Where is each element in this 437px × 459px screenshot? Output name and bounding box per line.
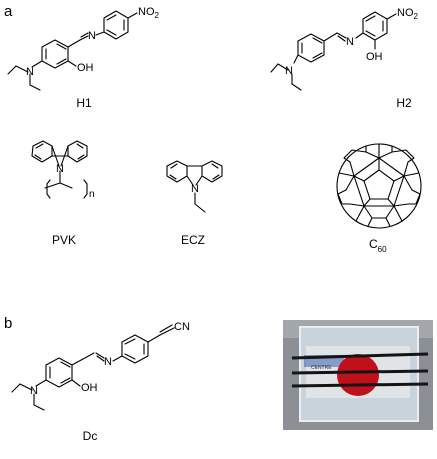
h1-n-atom: N: [26, 66, 34, 78]
red-active-area: [337, 354, 379, 396]
ecz-n-atom: N: [191, 183, 199, 195]
h2-oh-group: OH: [366, 51, 383, 63]
device-label-text: CENTRE: [311, 365, 332, 371]
dc-imine-n-atom: N: [104, 356, 112, 368]
h1-oh-group: OH: [77, 62, 94, 74]
pvk-repeat-n: n: [89, 189, 95, 200]
h1-nitro-group: NO2: [138, 6, 160, 20]
dc-n-atom: N: [30, 385, 38, 397]
compound-label-h1: H1: [76, 96, 92, 110]
compound-label-ecz: ECZ: [181, 233, 205, 247]
h2-n-atom: N: [285, 65, 293, 77]
panel-label-a: a: [4, 3, 13, 20]
dc-oh-group: OH: [81, 382, 98, 394]
compound-label-pvk: PVK: [52, 233, 76, 247]
compound-label-h2: H2: [396, 96, 412, 110]
h2-imine-n-atom: N: [346, 36, 354, 48]
structure-dc: [11, 324, 175, 411]
structure-ecz: [166, 160, 223, 213]
dc-cyano-group: CN: [174, 321, 190, 333]
pvk-n-atom: N: [56, 163, 64, 175]
h1-imine-n-atom: N: [88, 30, 96, 42]
panel-label-b: b: [4, 315, 12, 332]
compound-label-dc: Dc: [83, 429, 98, 443]
structure-h2: [270, 11, 397, 91]
structure-h1: [7, 10, 138, 91]
h2-nitro-group: NO2: [397, 7, 419, 21]
structure-pvk: [31, 140, 88, 199]
structure-c60-fullerene: [336, 143, 422, 229]
compound-label-c60: C60: [369, 237, 387, 254]
device-photo: CENTRE: [283, 320, 433, 430]
